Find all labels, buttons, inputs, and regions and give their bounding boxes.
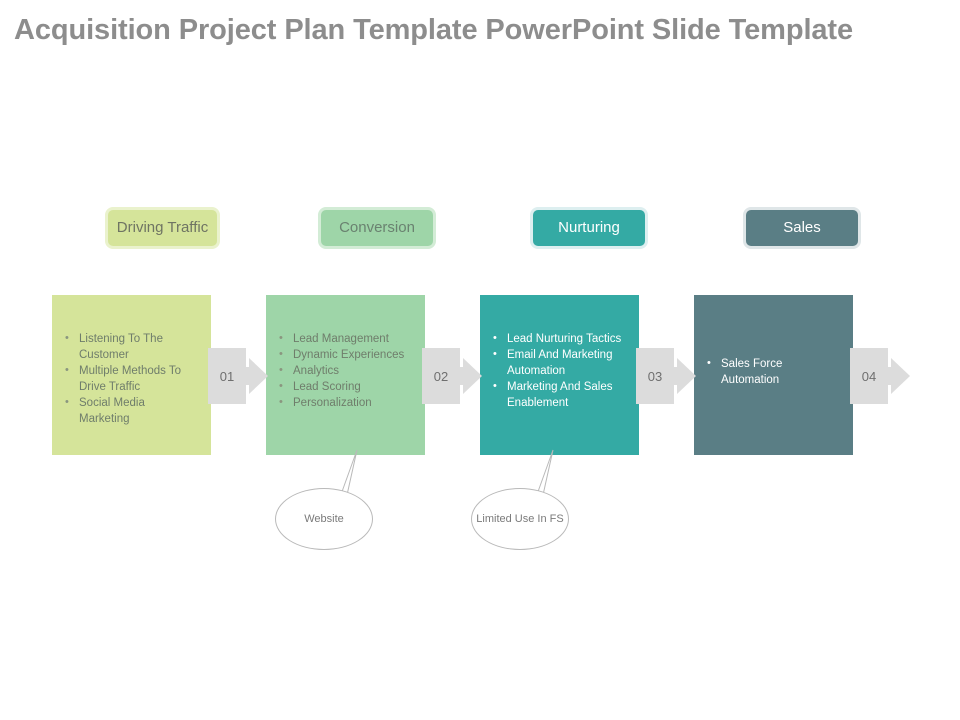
list-item: Analytics bbox=[278, 362, 411, 379]
stage-panel-driving-traffic[interactable]: Listening To The Customer Multiple Metho… bbox=[52, 295, 211, 455]
arrow-right-icon bbox=[448, 358, 482, 394]
stage-header-conversion[interactable]: Conversion bbox=[318, 207, 436, 249]
arrow-right-icon bbox=[876, 358, 910, 394]
connector-arrow-03: 03 bbox=[636, 348, 696, 404]
list-item: Dynamic Experiences bbox=[278, 346, 411, 363]
list-item: Multiple Methods To Drive Traffic bbox=[64, 362, 197, 395]
stage-header-sales[interactable]: Sales bbox=[743, 207, 861, 249]
stage-panel-conversion[interactable]: Lead Management Dynamic Experiences Anal… bbox=[266, 295, 425, 455]
connector-arrow-02: 02 bbox=[422, 348, 482, 404]
stage-header-label: Sales bbox=[783, 219, 821, 236]
connector-number: 04 bbox=[861, 368, 877, 384]
connector-arrow-01: 01 bbox=[208, 348, 268, 404]
bullet-list: Lead Management Dynamic Experiences Anal… bbox=[278, 330, 411, 411]
list-item: Listening To The Customer bbox=[64, 330, 197, 363]
connector-number: 01 bbox=[219, 368, 235, 384]
list-item: Personalization bbox=[278, 394, 411, 411]
stage-header-label: Nurturing bbox=[558, 219, 620, 236]
stage-panel-sales[interactable]: Sales Force Automation bbox=[694, 295, 853, 455]
stage-header-nurturing[interactable]: Nurturing bbox=[530, 207, 648, 249]
list-item: Sales Force Automation bbox=[706, 355, 839, 388]
bullet-list: Listening To The Customer Multiple Metho… bbox=[64, 330, 197, 427]
list-item: Email And Marketing Automation bbox=[492, 346, 625, 379]
connector-number: 03 bbox=[647, 368, 663, 384]
callout-website[interactable]: Website bbox=[275, 449, 373, 550]
stage-header-label: Conversion bbox=[339, 219, 415, 236]
list-item: Lead Scoring bbox=[278, 378, 411, 395]
page-title: Acquisition Project Plan Template PowerP… bbox=[14, 14, 854, 46]
connector-arrow-04: 04 bbox=[850, 348, 910, 404]
list-item: Lead Nurturing Tactics bbox=[492, 330, 625, 347]
callout-text: Limited Use In FS bbox=[476, 513, 564, 525]
bullet-list: Lead Nurturing Tactics Email And Marketi… bbox=[492, 330, 625, 411]
callout-bubble: Website bbox=[275, 488, 373, 550]
stage-header-label: Driving Traffic bbox=[116, 219, 209, 236]
list-item: Lead Management bbox=[278, 330, 411, 347]
callout-text: Website bbox=[304, 513, 344, 525]
stage-panel-nurturing[interactable]: Lead Nurturing Tactics Email And Marketi… bbox=[480, 295, 639, 455]
connector-number: 02 bbox=[433, 368, 449, 384]
callout-bubble: Limited Use In FS bbox=[471, 488, 569, 550]
stage-header-driving-traffic[interactable]: Driving Traffic bbox=[105, 207, 220, 249]
arrow-right-icon bbox=[234, 358, 268, 394]
list-item: Social Media Marketing bbox=[64, 394, 197, 427]
list-item: Marketing And Sales Enablement bbox=[492, 378, 625, 411]
arrow-right-icon bbox=[662, 358, 696, 394]
callout-limited-use[interactable]: Limited Use In FS bbox=[471, 449, 569, 550]
bullet-list: Sales Force Automation bbox=[706, 355, 839, 388]
